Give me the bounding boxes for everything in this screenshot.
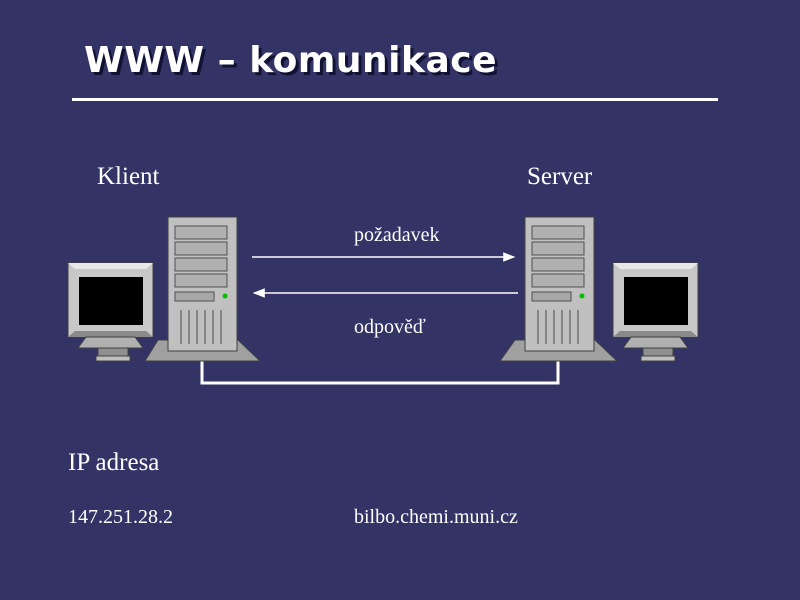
client-ip-address: 147.251.28.2 (68, 506, 173, 528)
network-cable (200, 350, 560, 385)
title-underline (72, 98, 718, 101)
ip-address-label: IP adresa (68, 449, 160, 476)
response-label: odpověď (354, 316, 426, 338)
request-label: požadavek (354, 224, 440, 246)
server-label: Server (527, 163, 593, 190)
server-tower-icon (499, 216, 619, 362)
client-label: Klient (97, 163, 160, 190)
server-monitor-icon (612, 262, 699, 362)
server-hostname: bilbo.chemi.muni.cz (354, 506, 518, 528)
slide-title: WWW – komunikace (84, 40, 497, 81)
client-monitor-icon (67, 262, 154, 362)
client-tower-icon (144, 216, 262, 362)
